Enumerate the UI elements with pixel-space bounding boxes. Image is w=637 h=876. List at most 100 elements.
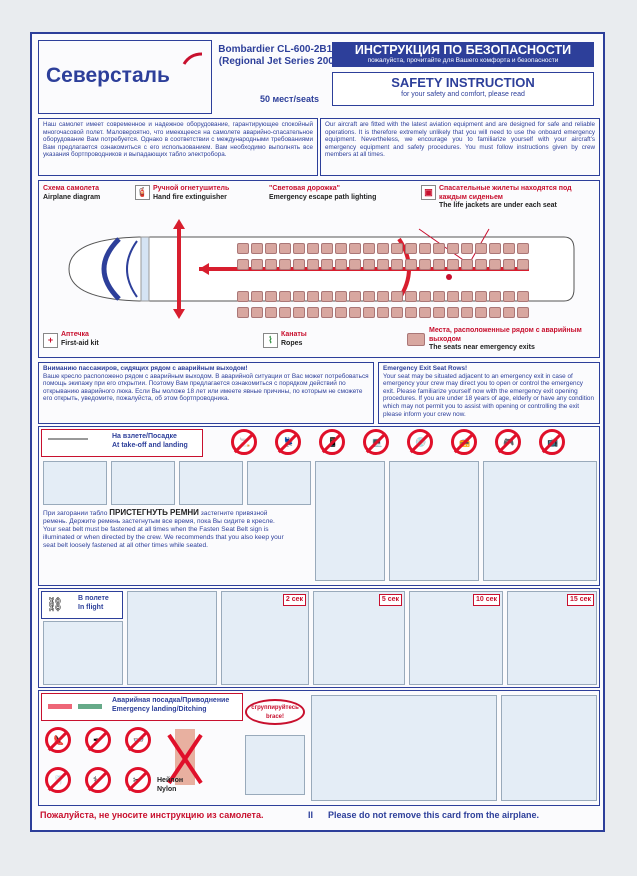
firstaid-ru: Аптечка xyxy=(61,331,89,338)
seat xyxy=(377,307,389,318)
seat xyxy=(433,291,445,302)
seat xyxy=(279,307,291,318)
belt-step1-image xyxy=(43,461,107,505)
seat xyxy=(307,243,319,254)
aircraft-model: Bombardier CL-600-2B19 (Regional Jet Ser… xyxy=(208,44,348,68)
seat xyxy=(433,259,445,270)
seat xyxy=(391,259,403,270)
seat xyxy=(265,291,277,302)
no-laptop-icon: 💻 xyxy=(363,429,389,455)
child-brace-image xyxy=(501,695,597,801)
landing-en: Emergency landing/Ditching xyxy=(112,706,207,713)
no-pointed-objects-icon: ✂ xyxy=(125,767,151,793)
model-line1: Bombardier CL-600-2B19 xyxy=(218,44,338,55)
exit-warning-title-en: Emergency Exit Seat Rows! xyxy=(383,365,468,372)
footer-sep: II xyxy=(308,810,314,820)
inflight-panel: В полете In flight ⛓ 2 сек 5 сек 10 сек … xyxy=(38,588,600,688)
brace-callout: сгруппируйтесь brace! xyxy=(245,699,305,725)
path-en: Emergency escape path lighting xyxy=(269,193,377,201)
seat xyxy=(461,307,473,318)
seat xyxy=(251,307,263,318)
seat xyxy=(377,259,389,270)
seat xyxy=(489,259,501,270)
safety-card: Северсталь Bombardier CL-600-2B19 (Regio… xyxy=(30,32,605,832)
model-line2: (Regional Jet Series 200) xyxy=(218,56,338,67)
exit-warning-text-en: Your seat may be situated adjacent to an… xyxy=(383,372,595,418)
brace-position-image xyxy=(311,695,497,801)
intro-ru: Наш самолет имеет современное и надежное… xyxy=(38,118,318,176)
takeoff-en: At take-off and landing xyxy=(112,442,188,449)
exit-warning-text-ru: Ваше кресло расположено рядом с аварийны… xyxy=(43,372,369,403)
seat xyxy=(335,291,347,302)
ground-landing-icon xyxy=(78,704,102,709)
water-landing-icon xyxy=(48,704,72,709)
seat xyxy=(419,307,431,318)
intro-en: Our aircraft are fitted with the latest … xyxy=(320,118,600,176)
airplane-icon xyxy=(48,438,88,440)
landing-ru: Аварийная посадка/Приводнение xyxy=(112,697,230,704)
no-dentures-icon: 🦷 xyxy=(45,767,71,793)
seat xyxy=(503,243,515,254)
seat xyxy=(335,307,347,318)
seat xyxy=(293,307,305,318)
seat xyxy=(503,259,515,270)
seat xyxy=(517,243,529,254)
inflight-label-box: В полете In flight ⛓ xyxy=(41,591,123,619)
seat xyxy=(265,243,277,254)
oxygen-mask-drop-image: 2 сек xyxy=(221,591,309,685)
seat xyxy=(419,291,431,302)
logo-swoosh-icon xyxy=(182,52,203,65)
seat xyxy=(377,243,389,254)
seat xyxy=(489,291,501,302)
no-glasses-icon: 👓 xyxy=(125,727,151,753)
seatbelt-text: При загорании табло ПРИСТЕГНУТЬ РЕМНИ за… xyxy=(43,509,293,550)
seat xyxy=(363,243,375,254)
seat xyxy=(321,243,333,254)
step-2-seconds-badge: 2 сек xyxy=(282,594,306,606)
footer-ru: Пожалуйста, не уносите инструкцию из сам… xyxy=(40,810,264,820)
ropes-label: ⌇ Канаты Ropes xyxy=(263,331,307,348)
nylon-en: Nylon xyxy=(157,785,177,793)
seat xyxy=(321,307,333,318)
seat-row-bottom xyxy=(237,291,529,302)
seat xyxy=(461,291,473,302)
seat xyxy=(489,307,501,318)
seat xyxy=(349,291,361,302)
seat xyxy=(405,259,417,270)
seat xyxy=(405,291,417,302)
step-15-seconds-badge: 15 сек xyxy=(566,594,594,606)
belt-step4-image xyxy=(247,461,311,505)
exit-warning-ru: Вниманию пассажиров, сидящих рядом с ава… xyxy=(38,362,374,424)
first-aid-icon: + xyxy=(43,333,58,348)
title-en-box: SAFETY INSTRUCTION for your safety and c… xyxy=(332,72,594,106)
title-ru: ИНСТРУКЦИЯ ПО БЕЗОПАСНОСТИ xyxy=(354,43,572,57)
seat xyxy=(279,291,291,302)
seat xyxy=(349,307,361,318)
seat xyxy=(475,259,487,270)
seat xyxy=(475,243,487,254)
path-ru: "Световая дорожка" xyxy=(269,185,340,192)
brace-ru: сгруппируйтесь xyxy=(251,705,299,711)
first-aid-label: + Аптечка First-aid kit xyxy=(43,331,99,348)
seat xyxy=(293,291,305,302)
exit-handle-image xyxy=(389,461,479,581)
seated-passenger-image xyxy=(483,461,597,581)
seat xyxy=(321,259,333,270)
subtitle-en: for your safety and comfort, please read xyxy=(401,91,525,98)
seat xyxy=(447,291,459,302)
seat xyxy=(461,259,473,270)
oxygen-mask-child-image: 15 сек xyxy=(507,591,597,685)
seat xyxy=(279,259,291,270)
seated-belted-image xyxy=(127,591,217,685)
no-hearing-aid-icon: ⚕ xyxy=(85,767,111,793)
seat-back-image xyxy=(315,461,385,581)
seat-count: 50 мест/seats xyxy=(260,94,319,104)
takeoff-label-box: На взлете/Посадке At take-off and landin… xyxy=(41,429,203,457)
seat xyxy=(489,243,501,254)
seat xyxy=(405,307,417,318)
seat xyxy=(237,307,249,318)
subtitle-ru: пожалуйста, прочитайте для Вашего комфор… xyxy=(367,57,559,64)
seat xyxy=(307,259,319,270)
nylon-label: Нейлон Nylon xyxy=(157,777,183,794)
seat xyxy=(517,307,529,318)
